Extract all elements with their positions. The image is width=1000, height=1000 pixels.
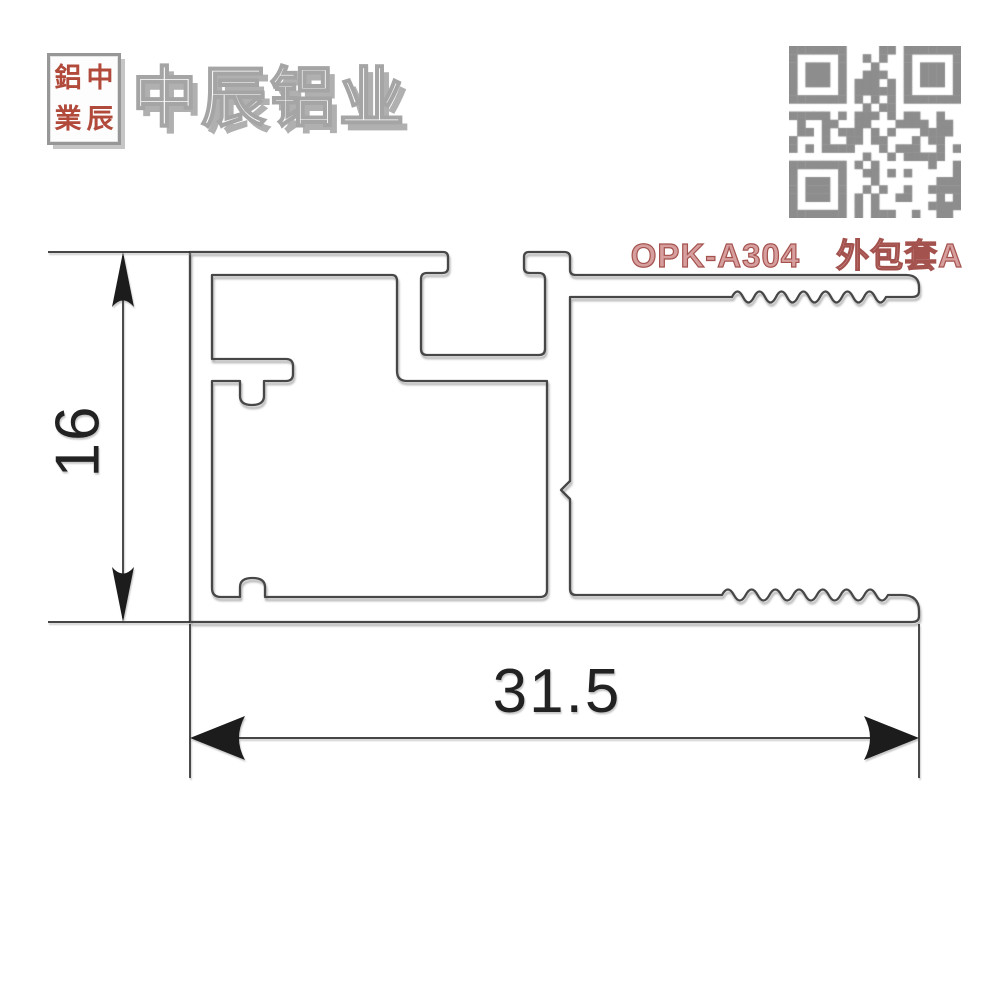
profile-outer-outline [188, 250, 921, 624]
arrowhead-left [190, 716, 245, 760]
dimension-height-label: 16 [43, 405, 112, 478]
product-name-text: 外包套A [836, 236, 963, 274]
dimension-width-label: 31.5 [493, 657, 622, 726]
seal-char-zhong: 中 [86, 63, 114, 93]
arrowhead-right [864, 716, 919, 760]
profile-inner-cavity-outline [210, 273, 549, 599]
seal-char-chen: 辰 [86, 104, 114, 134]
qr-code [789, 46, 961, 218]
product-model-text: OPK-A304 [630, 236, 801, 274]
seal-char-lu: 鋁 [54, 63, 82, 93]
company-title: 中辰铝业 [131, 61, 409, 134]
arrowhead-up [112, 252, 134, 307]
product-label: OPK-A304 外包套A [630, 229, 963, 277]
arrowhead-down [112, 567, 134, 622]
seal-char-ye: 業 [54, 104, 82, 134]
brand-seal-stamp: 鋁 中 業 辰 [47, 53, 121, 145]
dimension-group: 16 31.5 [43, 251, 920, 778]
